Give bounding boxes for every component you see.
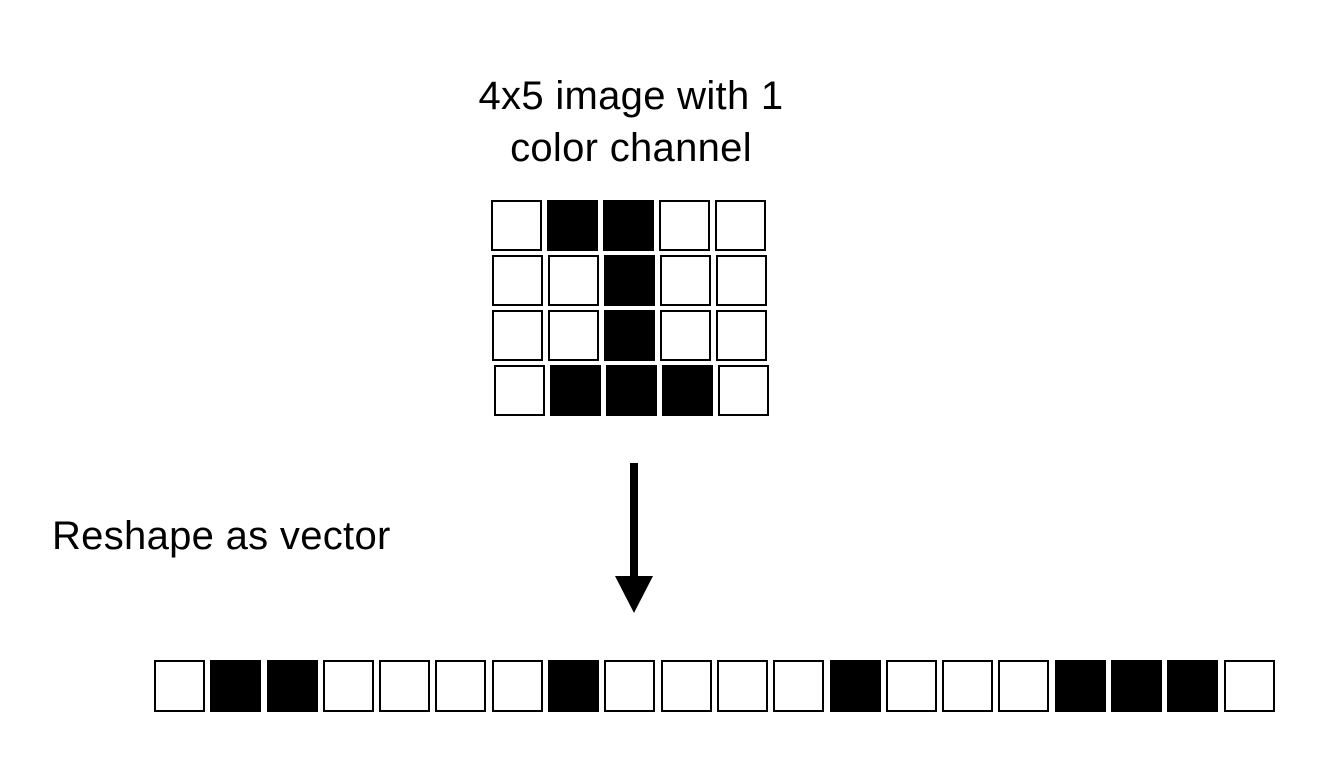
pixel-empty [716,255,767,306]
vector-cell-filled [1111,660,1163,712]
pixel-empty [491,200,542,251]
down-arrow-icon [615,463,653,613]
vector-cell-empty [379,660,431,712]
pixel-filled [606,365,657,416]
vector-cell-empty [885,660,937,712]
vector-cell-empty [660,660,712,712]
reshape-label: Reshape as vector [52,514,391,558]
pixel-empty [492,255,543,306]
pixel-filled [547,200,598,251]
pixel-empty [548,255,599,306]
pixel-filled [604,310,655,361]
vector-cell-empty [604,660,656,712]
pixel-filled [603,200,654,251]
vector-cell-empty [998,660,1050,712]
flattened-vector [154,660,1275,712]
vector-cell-filled [266,660,318,712]
vector-cell-filled [1054,660,1106,712]
diagram-title: 4x5 image with 1 color channel [430,70,832,174]
pixel-filled [662,365,713,416]
vector-cell-filled [829,660,881,712]
pixel-empty [718,365,769,416]
pixel-empty [659,200,710,251]
pixel-empty [660,310,711,361]
pixel-empty [492,310,543,361]
pixel-empty [494,365,545,416]
vector-cell-empty [491,660,543,712]
title-line-2: color channel [510,126,752,170]
title-line-1: 4x5 image with 1 [478,74,784,118]
pixel-empty [716,310,767,361]
vector-cell-empty [1223,660,1275,712]
grid-row [492,310,774,361]
pixel-empty [715,200,766,251]
grid-row [491,200,774,251]
vector-cell-empty [154,660,205,712]
vector-cell-filled [548,660,600,712]
image-grid [491,200,774,420]
vector-cell-empty [322,660,374,712]
pixel-filled [604,255,655,306]
grid-row [494,365,774,416]
vector-cell-empty [435,660,487,712]
vector-cell-empty [773,660,825,712]
vector-cell-empty [942,660,994,712]
pixel-empty [660,255,711,306]
grid-row [492,255,774,306]
vector-cell-filled [210,660,262,712]
vector-cell-empty [716,660,768,712]
pixel-empty [548,310,599,361]
vector-cell-filled [1167,660,1219,712]
pixel-filled [550,365,601,416]
